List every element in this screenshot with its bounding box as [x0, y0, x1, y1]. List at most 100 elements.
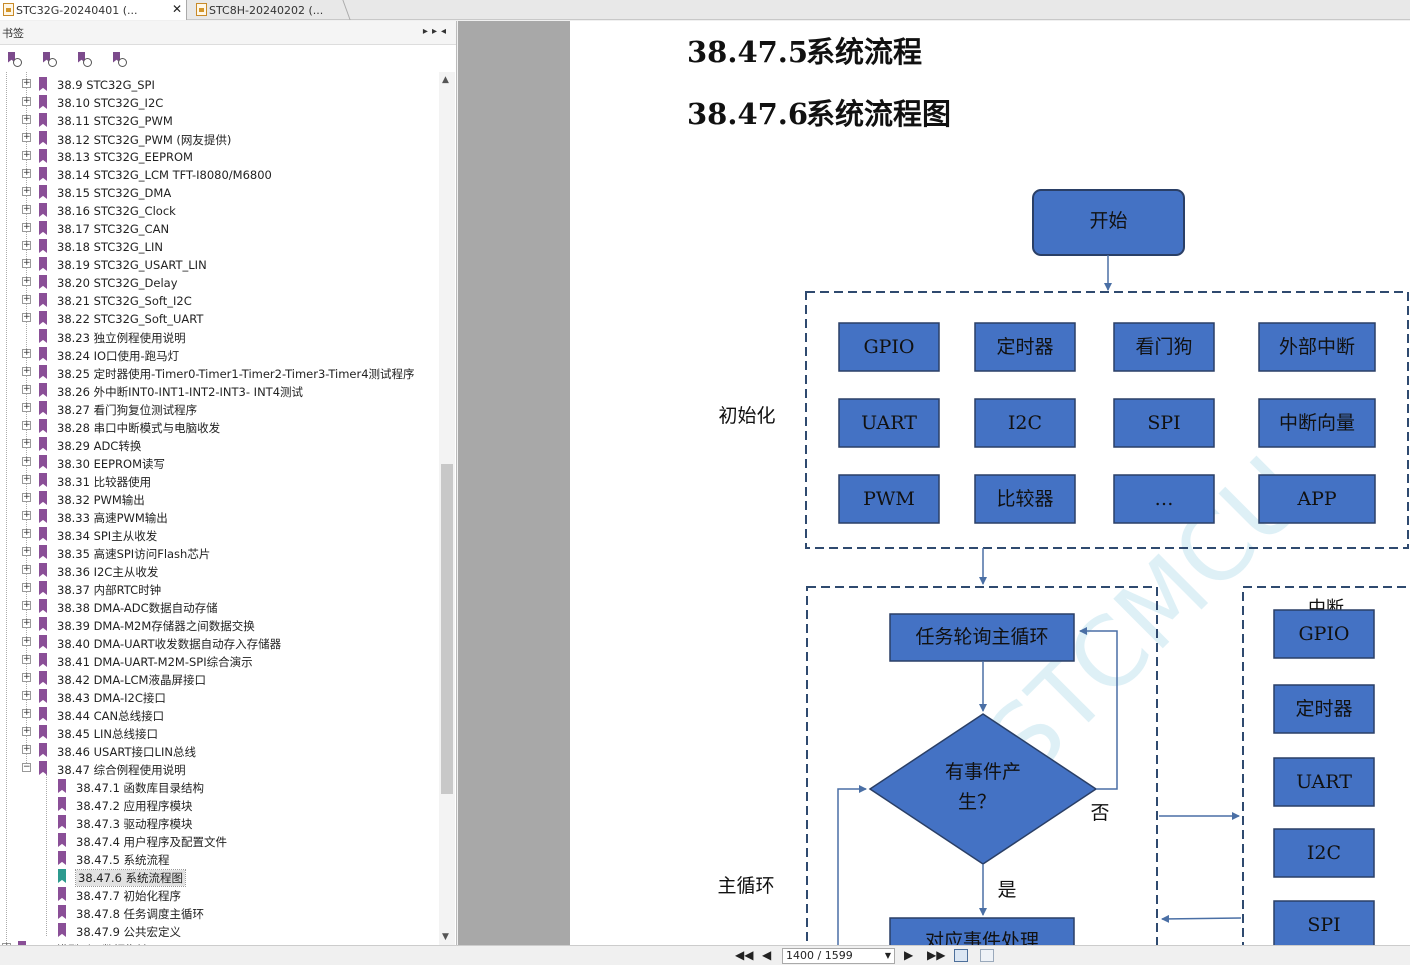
chevron-down-icon[interactable]: ▼: [884, 951, 891, 960]
last-page-icon[interactable]: ▶▶: [927, 948, 946, 962]
scrollbar-thumb[interactable]: [441, 464, 453, 794]
bookmark-item[interactable]: 38.47.1 函数库目录结构: [0, 778, 438, 796]
bookmark-item[interactable]: +38.38 DMA-ADC数据自动存储: [0, 598, 438, 616]
expand-toggle-icon[interactable]: +: [2, 943, 11, 945]
bookmark-item[interactable]: 38.47.5 系统流程: [0, 850, 438, 868]
bookmark-item[interactable]: +38.10 STC32G_I2C: [0, 94, 438, 112]
expand-toggle-icon[interactable]: +: [22, 96, 31, 106]
expand-toggle-icon[interactable]: +: [22, 78, 31, 88]
find-bookmark-icon[interactable]: [111, 51, 127, 67]
bookmark-item[interactable]: +38.45 LIN总线接口: [0, 724, 438, 742]
bookmark-item[interactable]: +38.43 DMA-I2C接口: [0, 688, 438, 706]
expand-toggle-icon[interactable]: +: [22, 528, 31, 538]
bookmark-item[interactable]: +38.28 串口中断模式与电脑收发: [0, 418, 438, 436]
bookmark-item[interactable]: 38.23 独立例程使用说明: [0, 328, 438, 346]
bookmark-item[interactable]: +38.20 STC32G_Delay: [0, 274, 438, 292]
bookmark-item[interactable]: +38.19 STC32G_USART_LIN: [0, 256, 438, 274]
bookmark-item[interactable]: 38.47.3 驱动程序模块: [0, 814, 438, 832]
page-number-select[interactable]: 1400 / 1599 ▼: [782, 948, 895, 964]
expand-toggle-icon[interactable]: +: [22, 564, 31, 574]
tab-stc32g[interactable]: STC32G-20240401 (... ✕: [0, 0, 187, 20]
expand-bookmark-icon[interactable]: [6, 51, 22, 67]
next-page-icon[interactable]: ▶: [904, 948, 914, 962]
fit-page-icon[interactable]: [954, 949, 968, 962]
bookmark-item[interactable]: +38.16 STC32G_Clock: [0, 202, 438, 220]
expand-toggle-icon[interactable]: +: [22, 636, 31, 646]
expand-toggle-icon[interactable]: +: [22, 240, 31, 250]
expand-toggle-icon[interactable]: +: [22, 708, 31, 718]
expand-toggle-icon[interactable]: +: [22, 510, 31, 520]
expand-toggle-icon[interactable]: +: [22, 654, 31, 664]
bookmark-item[interactable]: +38.13 STC32G_EEPROM: [0, 148, 438, 166]
collapse-panel-icon[interactable]: ▸▸: [422, 26, 441, 37]
bookmark-item[interactable]: +38.17 STC32G_CAN: [0, 220, 438, 238]
bookmark-item[interactable]: +38.29 ADC转换: [0, 436, 438, 454]
add-bookmark-icon[interactable]: [41, 51, 57, 67]
bookmark-item[interactable]: +38.32 PWM输出: [0, 490, 438, 508]
tab-stc8h[interactable]: STC8H-20240202 (...: [193, 0, 341, 20]
close-panel-icon[interactable]: ◂: [440, 26, 450, 37]
scroll-up-icon[interactable]: ▲: [442, 75, 449, 85]
bookmark-item[interactable]: +38.41 DMA-UART-M2M-SPI综合演示: [0, 652, 438, 670]
expand-toggle-icon[interactable]: +: [22, 600, 31, 610]
bookmark-item[interactable]: +38.30 EEPROM读写: [0, 454, 438, 472]
expand-toggle-icon[interactable]: +: [22, 456, 31, 466]
expand-toggle-icon[interactable]: +: [22, 438, 31, 448]
expand-toggle-icon[interactable]: +: [22, 474, 31, 484]
expand-toggle-icon[interactable]: +: [22, 168, 31, 178]
bookmark-item[interactable]: +38.9 STC32G_SPI: [0, 76, 438, 94]
expand-toggle-icon[interactable]: +: [22, 546, 31, 556]
bookmark-item[interactable]: +38.12 STC32G_PWM (网友提供): [0, 130, 438, 148]
expand-toggle-icon[interactable]: +: [22, 186, 31, 196]
bookmark-item[interactable]: +38.26 外中断INT0-INT1-INT2-INT3- INT4测试: [0, 382, 438, 400]
bookmark-item[interactable]: 38.47.7 初始化程序: [0, 886, 438, 904]
bookmark-item[interactable]: 38.47.9 公共宏定义: [0, 922, 438, 940]
bookmark-item[interactable]: +38.37 内部RTC时钟: [0, 580, 438, 598]
bookmark-item[interactable]: +38.36 I2C主从收发: [0, 562, 438, 580]
bookmark-item[interactable]: 38.47.4 用户程序及配置文件: [0, 832, 438, 850]
go-to-bookmark-icon[interactable]: [76, 51, 92, 67]
bookmark-item[interactable]: +39 模型到双数据指针: [0, 940, 438, 945]
bookmark-item[interactable]: +38.33 高速PWM输出: [0, 508, 438, 526]
bookmark-item[interactable]: +38.21 STC32G_Soft_I2C: [0, 292, 438, 310]
bookmark-item[interactable]: +38.25 定时器使用-Timer0-Timer1-Timer2-Timer3…: [0, 364, 438, 382]
expand-toggle-icon[interactable]: +: [22, 492, 31, 502]
expand-toggle-icon[interactable]: +: [22, 114, 31, 124]
expand-toggle-icon[interactable]: +: [22, 366, 31, 376]
bookmark-scrollbar[interactable]: ▲ ▼: [439, 72, 455, 945]
bookmark-item[interactable]: +38.46 USART接口LIN总线: [0, 742, 438, 760]
expand-toggle-icon[interactable]: +: [22, 582, 31, 592]
first-page-icon[interactable]: ◀◀: [735, 948, 754, 962]
bookmark-item[interactable]: +38.42 DMA-LCM液晶屏接口: [0, 670, 438, 688]
bookmark-item[interactable]: +38.27 看门狗复位测试程序: [0, 400, 438, 418]
expand-toggle-icon[interactable]: +: [22, 222, 31, 232]
expand-toggle-icon[interactable]: +: [22, 258, 31, 268]
bookmark-item[interactable]: +38.34 SPI主从收发: [0, 526, 438, 544]
bookmark-item[interactable]: +38.15 STC32G_DMA: [0, 184, 438, 202]
expand-toggle-icon[interactable]: +: [22, 348, 31, 358]
expand-toggle-icon[interactable]: +: [22, 150, 31, 160]
bookmark-item[interactable]: 38.47.8 任务调度主循环: [0, 904, 438, 922]
expand-toggle-icon[interactable]: +: [22, 312, 31, 322]
bookmark-item[interactable]: +38.14 STC32G_LCM TFT-I8080/M6800: [0, 166, 438, 184]
bookmark-item[interactable]: +38.44 CAN总线接口: [0, 706, 438, 724]
expand-toggle-icon[interactable]: +: [22, 402, 31, 412]
bookmark-item[interactable]: +38.18 STC32G_LIN: [0, 238, 438, 256]
bookmark-item[interactable]: +38.39 DMA-M2M存储器之间数据交换: [0, 616, 438, 634]
bookmark-item[interactable]: +38.40 DMA-UART收发数据自动存入存储器: [0, 634, 438, 652]
bookmark-item[interactable]: 38.47.6 系统流程图: [0, 868, 438, 887]
expand-toggle-icon[interactable]: +: [22, 618, 31, 628]
expand-toggle-icon[interactable]: +: [22, 726, 31, 736]
expand-toggle-icon[interactable]: +: [22, 384, 31, 394]
collapse-toggle-icon[interactable]: −: [22, 762, 31, 772]
expand-toggle-icon[interactable]: +: [22, 294, 31, 304]
bookmark-item[interactable]: +38.24 IO口使用-跑马灯: [0, 346, 438, 364]
expand-toggle-icon[interactable]: +: [22, 276, 31, 286]
bookmark-item[interactable]: +38.22 STC32G_Soft_UART: [0, 310, 438, 328]
expand-toggle-icon[interactable]: +: [22, 204, 31, 214]
expand-toggle-icon[interactable]: +: [22, 744, 31, 754]
bookmark-item[interactable]: 38.47.2 应用程序模块: [0, 796, 438, 814]
bookmark-item[interactable]: +38.35 高速SPI访问Flash芯片: [0, 544, 438, 562]
bookmark-item[interactable]: +38.31 比较器使用: [0, 472, 438, 490]
bookmark-item[interactable]: −38.47 综合例程使用说明: [0, 760, 438, 778]
